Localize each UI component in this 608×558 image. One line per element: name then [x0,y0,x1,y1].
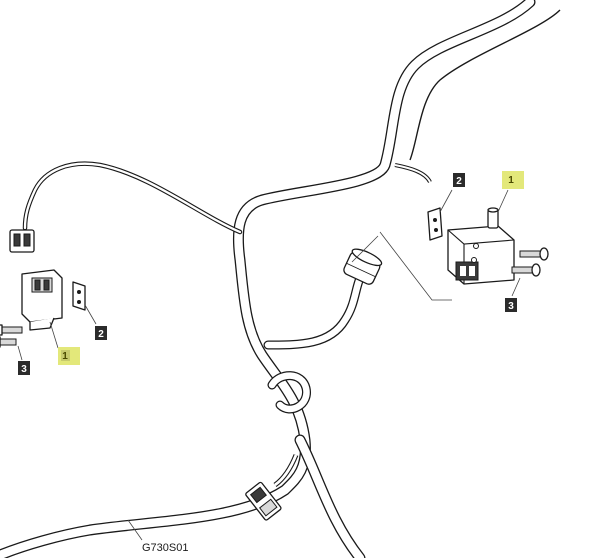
callout-left-3: 3 [18,361,30,375]
callout-left-1-label: 1 [62,351,68,362]
callout-right-1: 1 [502,171,524,189]
bottom-connector [245,454,299,521]
callout-right-1-label: 1 [508,175,514,186]
callout-right-3: 3 [505,298,517,312]
callout-left-3-label: 3 [21,364,27,375]
callout-right-3-label: 3 [508,301,514,312]
callout-right-2-label: 2 [456,176,462,187]
callout-left-2: 2 [95,326,107,340]
left-sensor-wire [22,161,243,235]
main-harness [0,0,561,558]
callout-right-2: 2 [453,173,465,187]
left-switch-assembly [0,229,97,361]
leader-middle [351,235,379,263]
leader-right-group [379,231,452,301]
right-sensor-wire [394,163,432,184]
drawing-id-leader [127,519,143,541]
middle-pigtail-connector [263,248,383,350]
callout-left-1: 1 [58,347,80,365]
drawing-id-label: G730S01 [142,542,188,554]
callout-left-2-label: 2 [98,329,104,340]
right-switch-assembly [427,189,549,297]
